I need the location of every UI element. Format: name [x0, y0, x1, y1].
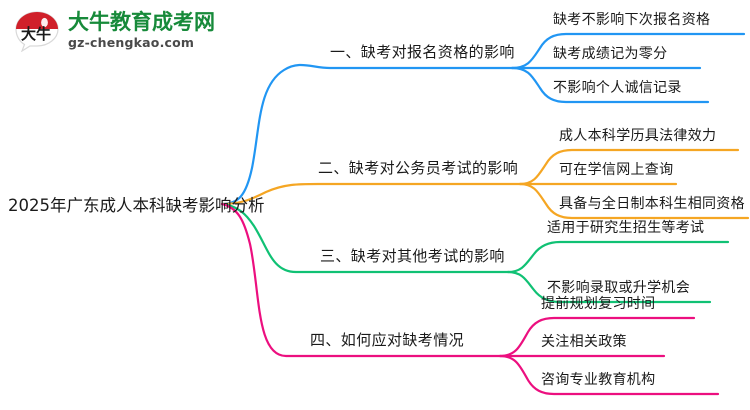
- mindmap-branch-node-1[interactable]: 一、缺考对报名资格的影响: [330, 43, 515, 61]
- brand-url: gz-chengkao.com: [68, 35, 195, 51]
- mindmap-branch-node-2[interactable]: 二、缺考对公务员考试的影响: [318, 159, 519, 177]
- mindmap-leaf-node-4-2[interactable]: 关注相关政策: [541, 334, 627, 350]
- connector-root-branch-2: [220, 182, 522, 206]
- brand-name-cn: 大牛教育成考网: [68, 10, 215, 35]
- mindmap-leaf-node-3-2[interactable]: 不影响录取或升学机会: [547, 280, 690, 296]
- mindmap-leaf-node-3-1[interactable]: 适用于研究生招生等考试: [547, 220, 705, 236]
- mindmap-leaf-node-2-2[interactable]: 可在学信网上查询: [559, 162, 674, 178]
- mindmap-root-node[interactable]: 2025年广东成人本科缺考影响分析: [8, 196, 265, 215]
- connector-root-branch-1: [220, 63, 514, 206]
- speech-bubble-logo-icon: 大牛: [14, 10, 60, 53]
- mindmap-branch-node-4[interactable]: 四、如何应对缺考情况: [310, 331, 465, 349]
- site-logo[interactable]: 大牛 大牛教育成考网 gz-chengkao.com: [14, 10, 215, 53]
- mindmap-leaf-node-1-1[interactable]: 缺考不影响下次报名资格: [553, 12, 711, 28]
- logo-text-group: 大牛教育成考网 gz-chengkao.com: [68, 12, 215, 50]
- mindmap-leaf-node-2-1[interactable]: 成人本科学历具法律效力: [559, 128, 717, 144]
- mindmap-leaf-node-4-3[interactable]: 咨询专业教育机构: [541, 372, 656, 388]
- svg-text:大牛: 大牛: [21, 25, 51, 43]
- mindmap-leaf-node-1-3[interactable]: 不影响个人诚信记录: [553, 80, 682, 96]
- mindmap-branch-node-3[interactable]: 三、缺考对其他考试的影响: [320, 247, 505, 265]
- connector-branch-3-leaf-1: [506, 240, 730, 274]
- mindmap-leaf-node-1-2[interactable]: 缺考成绩记为零分: [553, 46, 668, 62]
- mindmap-leaf-node-4-1[interactable]: 提前规划复习时间: [541, 296, 656, 312]
- mindmap-leaf-node-2-3[interactable]: 具备与全日制本科生相同资格: [559, 196, 745, 212]
